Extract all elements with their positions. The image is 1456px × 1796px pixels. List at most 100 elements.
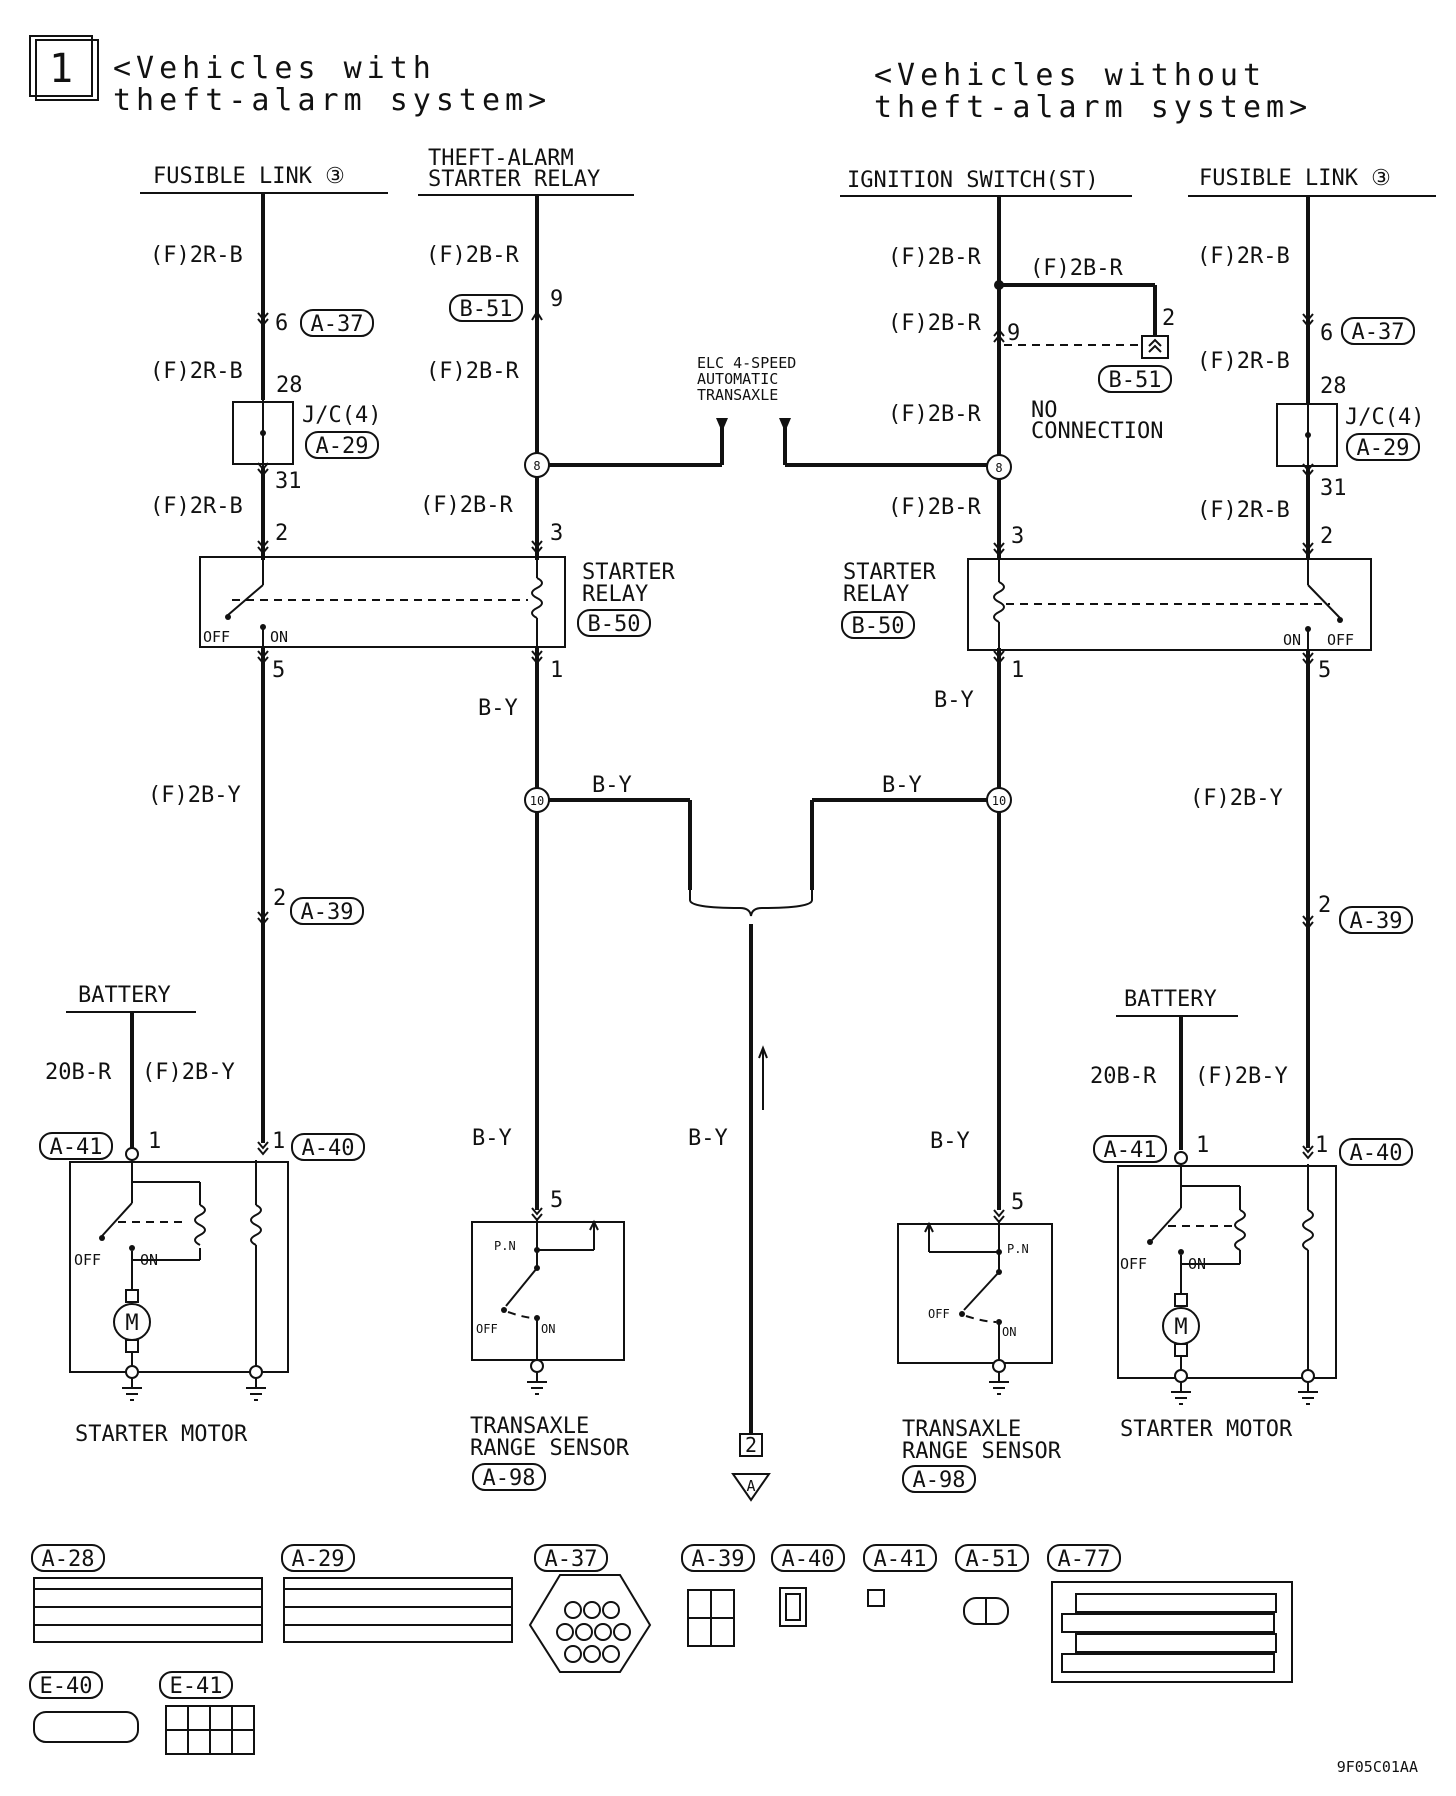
wire-label: (F)2B-R [888,245,981,270]
left-title-line1: <Vehicles with [113,51,436,86]
wire-label: (F)2B-R [420,493,513,518]
pin-label: 31 [275,469,302,494]
connector-label: A-41 [874,1547,927,1572]
connector-label: A-29 [292,1547,345,1572]
ground-arrow-label: A [746,1477,755,1495]
starter-relay-right: ON OFF STARTER RELAY B-50 [841,558,1372,651]
wire-label: (F)2B-Y [1190,786,1283,811]
ground-icon [1297,1369,1319,1405]
relay-label-line1: STARTER [843,560,936,585]
starter-motor-label: STARTER MOTOR [1120,1417,1293,1442]
wire-label: (F)2B-R [426,243,519,268]
wire-label: B-Y [688,1126,728,1151]
pin-label: 5 [1318,658,1331,683]
footer-code: 9F05C01AA [1337,1758,1418,1776]
coil-icon [1234,1209,1246,1251]
connector-label: B-51 [460,297,513,322]
on-label: ON [541,1322,555,1336]
right-fusible-branch: (F)2R-B 6 A-37 (F)2R-B 28 J/C(4) A-29 31… [1190,196,1424,1159]
pin-label: 2 [1162,306,1175,331]
connector-a29-right: A-29 [1346,433,1420,461]
relay-label-line2: RELAY [582,582,648,607]
elc-label-line2: AUTOMATIC [697,370,778,388]
connector-a40-left: A-40 [291,1133,365,1161]
connector-label: A-41 [1104,1138,1157,1163]
connector-label: A-39 [692,1547,745,1572]
connector-b51-right: B-51 [1098,365,1172,393]
section-number-box: 1 [29,35,99,101]
connector-a40-right: A-40 [1339,1138,1413,1166]
ground-connector-number: 2 [745,1433,757,1457]
coil-icon [1302,1209,1314,1251]
connector-label: A-40 [302,1136,355,1161]
pin-label: 2 [1318,893,1331,918]
switch-icon [101,1202,133,1237]
right-title-line1: <Vehicles without [874,58,1266,93]
connector-label: A-28 [42,1547,95,1572]
ground-icon [526,1359,548,1395]
ignition-switch-label: IGNITION SWITCH(ST) [847,168,1099,193]
section-number: 1 [49,46,73,92]
legend-a40: A-40 [771,1544,845,1627]
coil-icon [993,581,1005,623]
right-title-line2: theft-alarm system> [874,90,1312,125]
connector-legend: A-28 A-29 A-37 [29,1544,1293,1755]
range-sensor-right: P.N OFF ON TRANSAXLE RANGE SENSOR A-98 [897,1220,1062,1493]
pn-label: P.N [1007,1242,1029,1256]
connector-label: B-50 [588,612,641,637]
elc-label-line3: TRANSAXLE [697,386,778,404]
connector-b51-left: B-51 [449,294,523,322]
connector-label: B-51 [1109,368,1162,393]
motor-symbol: M [125,1311,138,1336]
wire-label: B-Y [930,1129,970,1154]
legend-a51: A-51 [955,1544,1029,1625]
connector-label: A-29 [1357,436,1410,461]
left-title-line2: theft-alarm system> [113,83,551,118]
connector-label: A-40 [782,1547,835,1572]
range-sensor-label-line1: TRANSAXLE [902,1417,1021,1442]
legend-a28: A-28 [31,1544,263,1643]
center-branch: B-Y 2 A [688,890,813,1502]
connector-a41-right: A-41 [1093,1135,1167,1163]
pin-label: 1 [272,1129,285,1154]
wire-label: (F)2R-B [150,359,243,384]
elc-transaxle-label: ELC 4-SPEED AUTOMATIC TRANSAXLE [697,354,987,467]
connector-label: A-40 [1350,1141,1403,1166]
wire-label: (F)2R-B [1197,349,1290,374]
switch-icon [1151,1207,1182,1241]
connector-a98-left: A-98 [472,1463,546,1491]
jc-label: J/C(4) [1345,405,1424,430]
connector-a39-left: A-39 [290,897,364,925]
coil-icon [531,577,543,619]
pin-label: 5 [272,658,285,683]
pin-label: 2 [273,886,286,911]
wire-label: B-Y [592,773,632,798]
coil-icon [250,1204,262,1246]
off-label: OFF [203,628,230,646]
wire-label: (F)2B-R [1030,256,1123,281]
wire-label: B-Y [472,1126,512,1151]
connector-a29-left: A-29 [305,431,379,459]
switch-icon [505,1267,538,1307]
relay-label-line1: STARTER [582,560,675,585]
wire-label: (F)2B-Y [142,1060,235,1085]
splice-number: 10 [530,794,544,808]
ground-connector-box [739,1433,763,1457]
connector-label: B-50 [852,614,905,639]
splice-number: 8 [533,459,540,473]
pin-label: 9 [1007,321,1020,346]
pin-label: 6 [275,311,288,336]
legend-a29: A-29 [281,1544,513,1643]
wire-label: (F)2R-B [150,243,243,268]
wire-label: 20B-R [45,1060,112,1085]
range-sensor-label-line1: TRANSAXLE [470,1414,589,1439]
ground-icon [988,1359,1010,1395]
range-sensor-label-line2: RANGE SENSOR [470,1436,630,1461]
off-label: OFF [476,1322,498,1336]
legend-a41: A-41 [863,1544,937,1607]
pin-label: 1 [1196,1133,1209,1158]
on-label: ON [270,628,288,646]
wire-label: (F)2B-R [888,402,981,427]
splice-number: 8 [995,461,1002,475]
range-sensor-label-line2: RANGE SENSOR [902,1439,1062,1464]
